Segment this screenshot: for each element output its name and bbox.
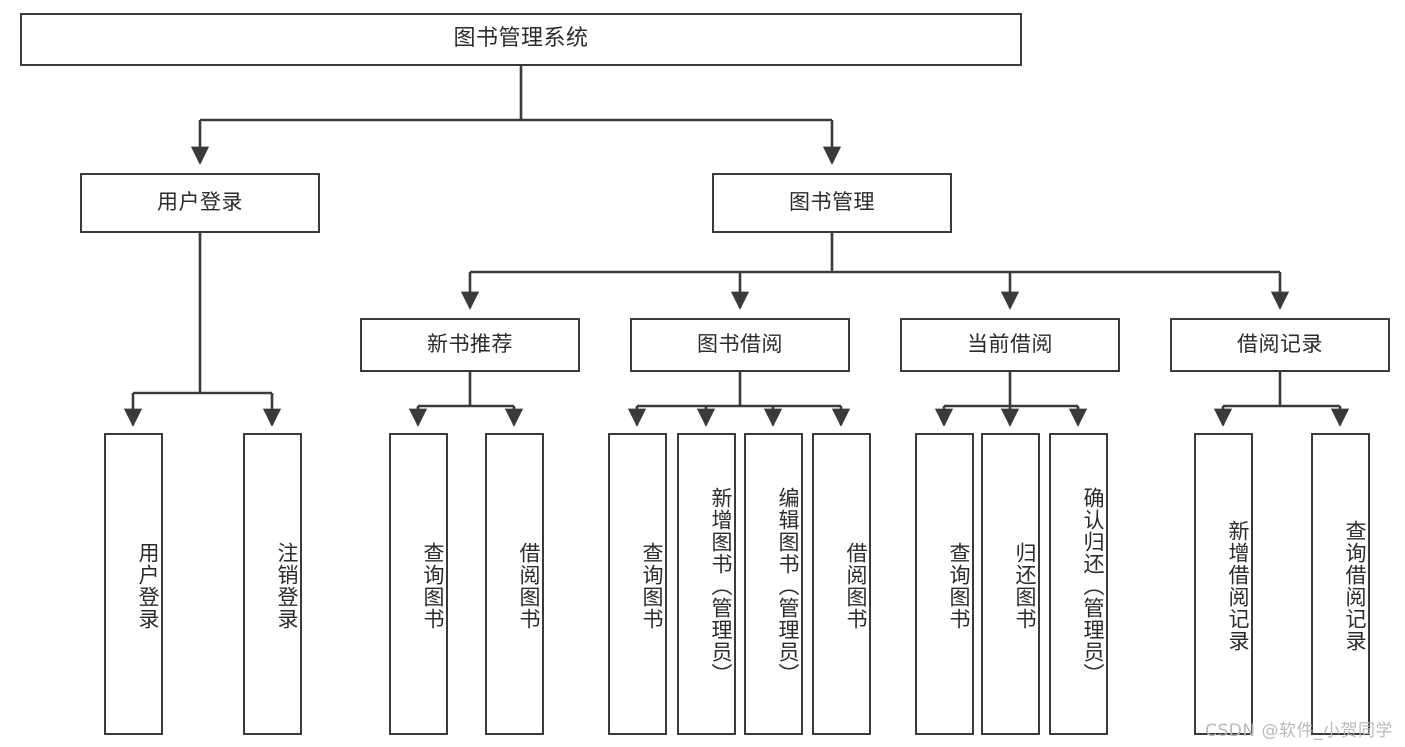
- leaf-add-book-admin[interactable]: 新增图书（管理员）: [677, 433, 736, 735]
- leaf-label: 归还图书: [1013, 542, 1037, 630]
- leaf-return-book[interactable]: 归还图书: [981, 433, 1040, 735]
- leaf-label: 查询图书: [421, 542, 445, 630]
- node-current-borrow[interactable]: 当前借阅: [900, 318, 1120, 372]
- node-new-book-recommend[interactable]: 新书推荐: [360, 318, 580, 372]
- leaf-confirm-return-admin[interactable]: 确认归还（管理员）: [1049, 433, 1108, 735]
- leaf-query-book-borrow[interactable]: 查询图书: [608, 433, 667, 735]
- leaf-label: 查询图书: [947, 542, 971, 630]
- node-root-system[interactable]: 图书管理系统: [20, 13, 1022, 66]
- leaf-add-borrow-record[interactable]: 新增借阅记录: [1194, 433, 1253, 735]
- node-book-borrow[interactable]: 图书借阅: [630, 318, 850, 372]
- leaf-label: 新增图书（管理员）: [709, 487, 733, 685]
- node-user-login[interactable]: 用户登录: [80, 173, 320, 233]
- leaf-label: 用户登录: [136, 542, 160, 630]
- leaf-edit-book-admin[interactable]: 编辑图书（管理员）: [744, 433, 803, 735]
- leaf-label: 查询借阅记录: [1343, 520, 1367, 652]
- node-borrow-record[interactable]: 借阅记录: [1170, 318, 1390, 372]
- leaf-label: 新增借阅记录: [1226, 520, 1250, 652]
- leaf-query-book-newbook[interactable]: 查询图书: [389, 433, 448, 735]
- leaf-label: 确认归还（管理员）: [1081, 487, 1105, 685]
- leaf-query-borrow-record[interactable]: 查询借阅记录: [1311, 433, 1370, 735]
- leaf-logout[interactable]: 注销登录: [243, 433, 302, 735]
- watermark-text: CSDN @软件_小贺同学: [1205, 721, 1393, 741]
- node-book-management[interactable]: 图书管理: [712, 173, 952, 233]
- leaf-label: 借阅图书: [517, 542, 541, 630]
- leaf-borrow-book[interactable]: 借阅图书: [812, 433, 871, 735]
- leaf-query-book-current[interactable]: 查询图书: [915, 433, 974, 735]
- leaf-label: 查询图书: [640, 542, 664, 630]
- leaf-user-login[interactable]: 用户登录: [104, 433, 163, 735]
- leaf-label: 借阅图书: [844, 542, 868, 630]
- leaf-label: 编辑图书（管理员）: [776, 487, 800, 685]
- leaf-borrow-book-newbook[interactable]: 借阅图书: [485, 433, 544, 735]
- leaf-label: 注销登录: [275, 542, 299, 630]
